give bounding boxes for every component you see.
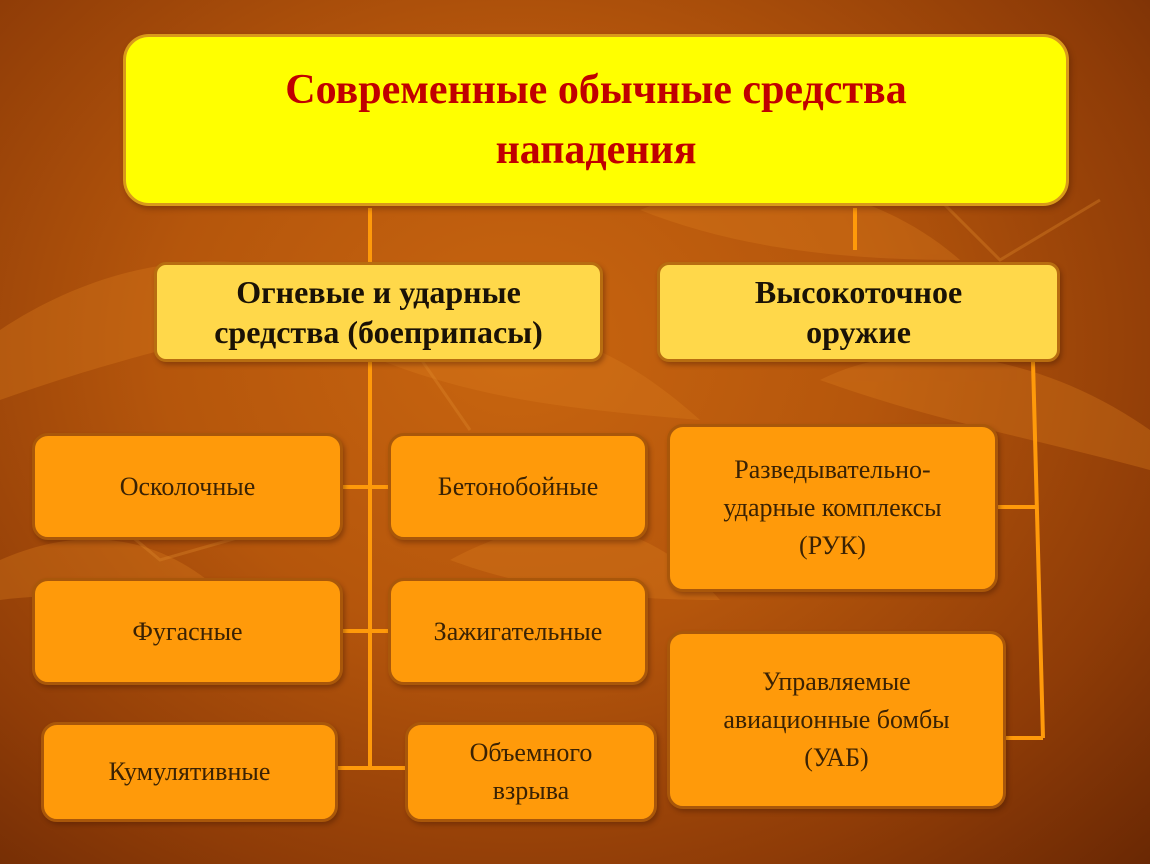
category-precision-box: Высокоточное оружие (657, 262, 1060, 362)
munition-volumetric-box: Объемного взрыва (405, 722, 657, 822)
munition-high-explosive-label: Фугасные (132, 616, 243, 646)
category-munitions-box: Огневые и ударные средства (боеприпасы) (154, 262, 603, 362)
munition-volumetric-label: Объемного взрыва (469, 738, 593, 805)
category-precision-label: Высокоточное оружие (754, 274, 963, 350)
slide-title-box: Современные обычные средства нападения (123, 34, 1069, 206)
munition-cumulative-box: Кумулятивные (41, 722, 338, 822)
precision-uab-label: Управляемые авиационные бомбы (УАБ) (723, 667, 950, 772)
munition-high-explosive-box: Фугасные (32, 578, 343, 685)
category-munitions-label: Огневые и ударные средства (боеприпасы) (214, 274, 543, 350)
munition-cumulative-label: Кумулятивные (108, 757, 271, 786)
munition-fragmentation-box: Осколочные (32, 433, 343, 540)
slide-title: Современные обычные средства нападения (285, 67, 907, 173)
precision-uab-box: Управляемые авиационные бомбы (УАБ) (667, 631, 1006, 809)
munition-incendiary-label: Зажигательные (433, 616, 603, 646)
precision-ruk-label: Разведывательно- ударные комплексы (РУК) (723, 455, 942, 560)
munition-concrete-piercing-box: Бетонобойные (388, 433, 648, 540)
munition-concrete-piercing-label: Бетонобойные (437, 471, 599, 501)
precision-ruk-box: Разведывательно- ударные комплексы (РУК) (667, 424, 998, 592)
munition-incendiary-box: Зажигательные (388, 578, 648, 685)
munition-fragmentation-label: Осколочные (119, 471, 256, 501)
